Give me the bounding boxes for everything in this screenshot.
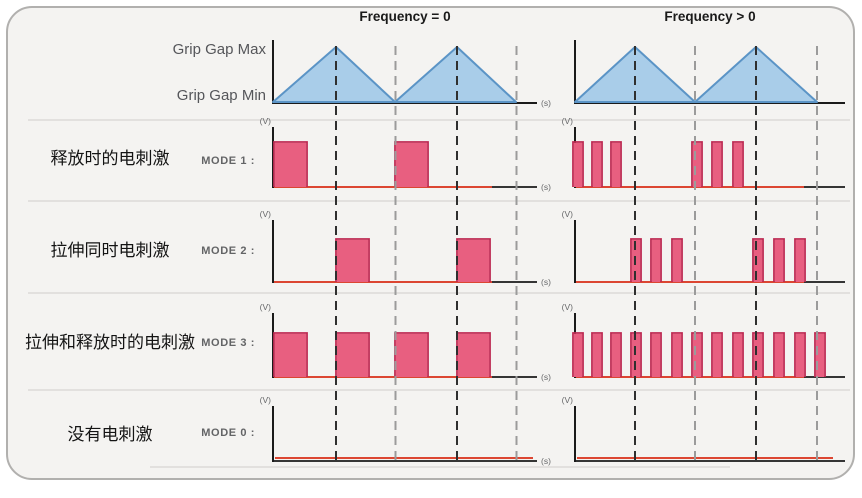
voltage-unit-label: (V) [562, 209, 574, 219]
stim-pulse [651, 333, 661, 377]
mode1-label: MODE 1 : [201, 155, 255, 167]
stim-pulse [815, 333, 825, 377]
stim-pulse-outline [752, 332, 764, 377]
stim-pulse [573, 142, 583, 187]
stim-pulse [712, 142, 722, 187]
stim-pulse-outline [273, 141, 308, 187]
stim-pulse [631, 333, 641, 377]
stim-pulse-outline [794, 332, 806, 377]
stim-pulse [651, 239, 661, 282]
stim-pulse-outline [773, 238, 785, 282]
mode1-description-cn: 释放时的电刺激 [50, 149, 170, 169]
grip-gap-triangle-wave [694, 46, 818, 103]
stim-pulse-outline [650, 238, 662, 282]
stim-pulse [672, 239, 682, 282]
stim-pulse-outline [650, 332, 662, 377]
stim-pulse-outline [273, 332, 308, 377]
stim-pulse-outline [691, 141, 703, 187]
voltage-unit-label: (V) [562, 395, 574, 405]
mode2-label: MODE 2 : [201, 245, 255, 257]
stim-pulse-outline [711, 141, 723, 187]
frequency-positive-title: Frequency > 0 [664, 9, 756, 24]
stim-pulse-outline [814, 332, 826, 377]
stim-pulse-outline [732, 332, 744, 377]
stim-pulse-outline [711, 332, 723, 377]
stim-pulse-outline [732, 141, 744, 187]
mode3-label: MODE 3 : [201, 337, 255, 349]
grip-gap-triangle-wave [394, 46, 517, 103]
voltage-unit-label: (V) [260, 209, 272, 219]
stim-pulse [692, 142, 702, 187]
mode3-description-cn: 拉伸和释放时的电刺激 [25, 333, 195, 353]
stim-pulse [611, 142, 621, 187]
voltage-unit-label: (V) [260, 116, 272, 126]
stim-pulse [712, 333, 722, 377]
time-unit-label: (s) [541, 456, 551, 466]
stim-pulse-outline [572, 141, 584, 187]
stim-pulse [795, 239, 805, 282]
voltage-unit-label: (V) [562, 116, 574, 126]
stim-pulse-outline [610, 332, 622, 377]
time-unit-label: (s) [541, 98, 551, 108]
stim-pulse [753, 333, 763, 377]
stim-pulse [274, 333, 307, 377]
grip-gap-min-label: Grip Gap Min [176, 87, 266, 104]
stim-pulse [795, 333, 805, 377]
stim-pulse-outline [794, 238, 806, 282]
stim-pulse [395, 333, 428, 377]
voltage-unit-label: (V) [260, 302, 272, 312]
stim-pulse-outline [773, 332, 785, 377]
stim-pulse [733, 142, 743, 187]
stim-pulse-outline [691, 332, 703, 377]
stim-pulse [774, 239, 784, 282]
stim-pulse [692, 333, 702, 377]
stim-pulse [274, 142, 307, 187]
stim-pulse [457, 239, 490, 282]
stim-pulse-outline [752, 238, 764, 282]
grip-gap-triangle-wave [272, 46, 396, 103]
time-unit-label: (s) [541, 277, 551, 287]
time-unit-label: (s) [541, 182, 551, 192]
stim-pulse-outline [394, 141, 429, 187]
stim-pulse [395, 142, 428, 187]
stim-pulse [592, 142, 602, 187]
stim-pulse-outline [610, 141, 622, 187]
frequency-zero-title: Frequency = 0 [359, 9, 451, 24]
stim-pulse [611, 333, 621, 377]
stim-pulse-outline [591, 141, 603, 187]
stim-pulse [592, 333, 602, 377]
stim-pulse-outline [671, 238, 683, 282]
mode0-description-cn: 没有电刺激 [67, 425, 153, 445]
stim-pulse [336, 333, 369, 377]
stim-pulse-outline [572, 332, 584, 377]
voltage-unit-label: (V) [562, 302, 574, 312]
stim-pulse [573, 333, 583, 377]
stim-pulse [753, 239, 763, 282]
grip-gap-max-label: Grip Gap Max [172, 41, 266, 58]
stim-pulse [733, 333, 743, 377]
stim-pulse [457, 333, 490, 377]
voltage-unit-label: (V) [260, 395, 272, 405]
stim-pulse [774, 333, 784, 377]
time-unit-label: (s) [541, 372, 551, 382]
stim-pulse [336, 239, 369, 282]
grip-gap-triangle-wave [574, 46, 696, 103]
stim-pulse-outline [591, 332, 603, 377]
stim-pulse [672, 333, 682, 377]
stim-pulse-outline [630, 238, 642, 282]
mode2-description-cn: 拉伸同时电刺激 [50, 241, 170, 261]
mode0-label: MODE 0 : [201, 427, 255, 439]
stim-pulse-outline [671, 332, 683, 377]
